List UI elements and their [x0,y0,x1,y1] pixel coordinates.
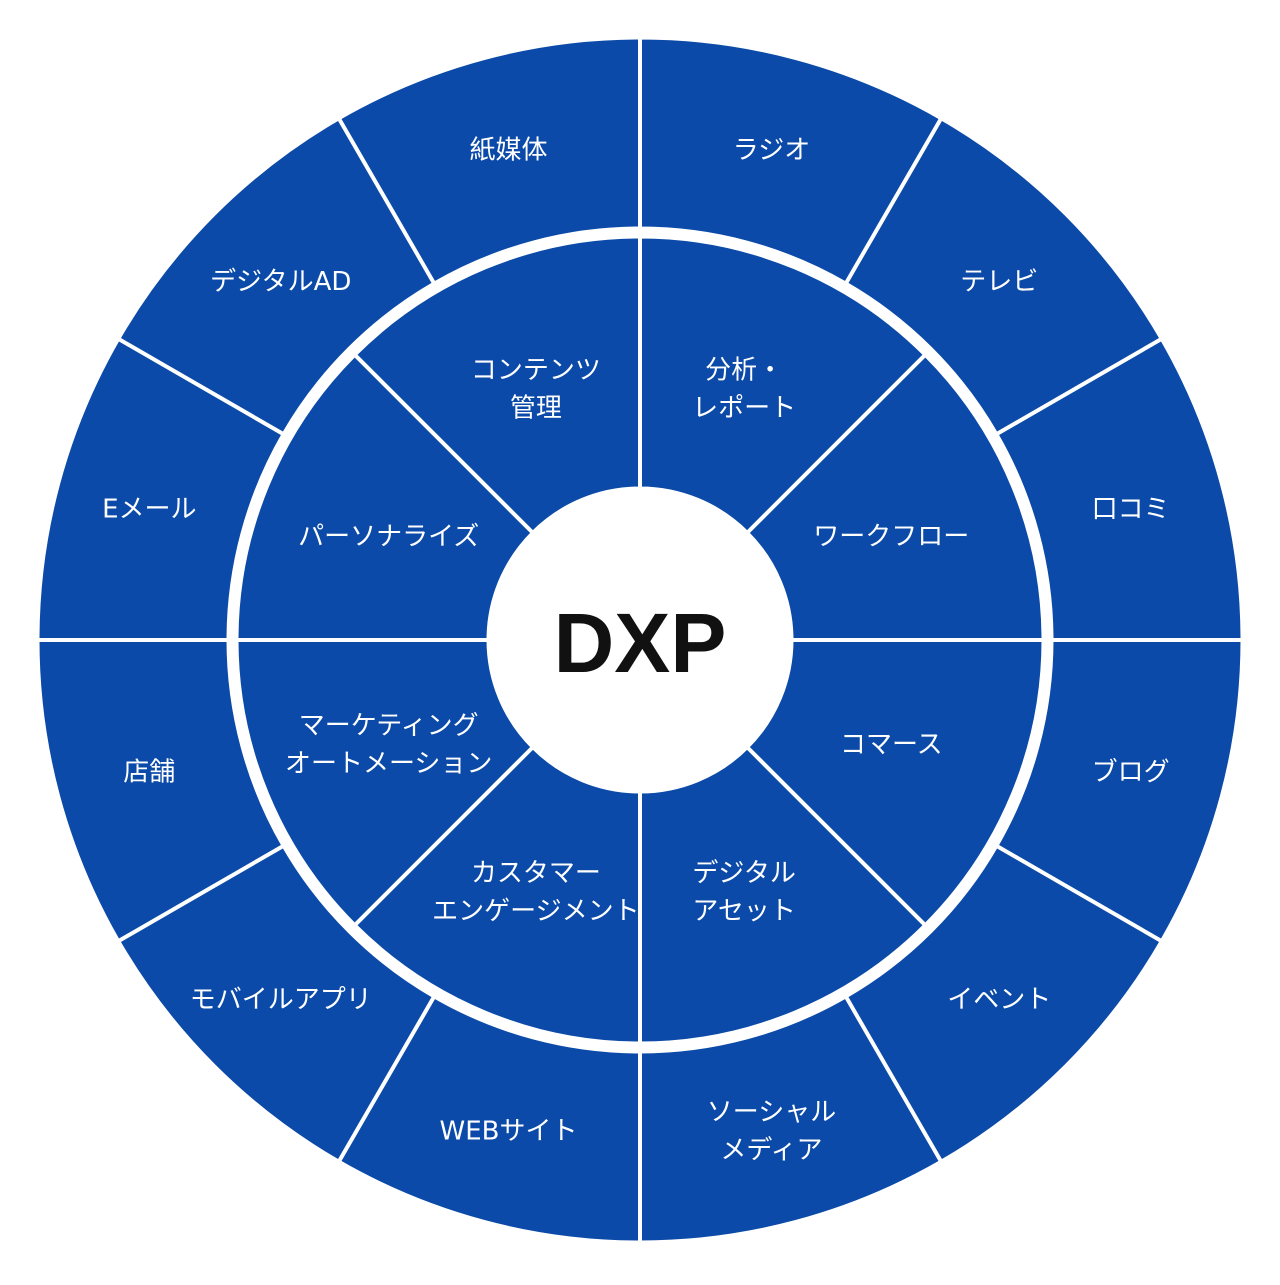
outer-ring-label: テレビ [960,267,1038,297]
inner-ring-label: カスタマー [471,858,601,888]
inner-ring-label: パーソナライズ [298,522,479,552]
inner-ring-label: レポート [692,394,796,424]
outer-ring-label: 紙媒体 [470,135,548,165]
outer-ring-divider [337,995,436,1163]
outer-ring-label: ソーシャル [707,1098,836,1128]
outer-ring-label: 口コミ [1092,495,1170,525]
outer-ring-divider [995,844,1163,943]
inner-ring-label: 分析・ [705,356,783,386]
inner-ring-label: ワークフロー [813,522,969,552]
outer-ring-label: メディア [720,1136,822,1166]
outer-ring-label: 店舗 [123,757,175,787]
inner-ring-divider [746,353,927,534]
outer-ring-label: モバイルアプリ [190,985,372,1015]
inner-ring-label: コンテンツ [471,356,601,386]
inner-ring-label: マーケティング [299,711,479,741]
inner-ring-divider [746,746,927,927]
outer-ring-segment-blog: ブログ [994,638,1244,944]
outer-ring-divider [117,844,285,943]
center-label: DXP [554,596,727,690]
outer-ring-divider [844,117,943,285]
inner-ring-segment-analytics-reporting: 分析・レポート [638,235,928,535]
outer-ring-segment-email: Eメール [36,336,286,642]
inner-ring-label: アセット [692,896,795,926]
outer-ring-label: Eメール [102,495,196,525]
inner-ring-label: オートメーション [285,749,492,779]
inner-ring-divider [353,746,534,927]
outer-ring-divider [337,117,436,285]
inner-ring: 分析・レポートワークフローコマースデジタルアセットカスタマーエンゲージメントマー… [235,235,1045,1045]
outer-ring-label: ブログ [1092,757,1170,787]
inner-ring-divider [353,353,534,534]
inner-ring-label: 管理 [510,394,562,424]
outer-ring-divider [995,337,1163,436]
outer-ring-divider [117,337,285,436]
outer-ring-segment-event: イベント [843,843,1164,1164]
outer-ring-divider [844,995,943,1163]
outer-ring-label: WEBサイト [440,1117,578,1147]
inner-ring-label: エンゲージメント [432,896,639,926]
outer-ring-label: ラジオ [733,135,810,165]
inner-ring-label: デジタル [692,858,795,888]
outer-ring-label: イベント [947,985,1051,1015]
outer-ring-segment-store: 店舗 [36,638,286,944]
center-circle [488,488,792,792]
inner-ring-label: コマース [840,730,943,760]
outer-ring-label: デジタルAD [210,267,351,297]
